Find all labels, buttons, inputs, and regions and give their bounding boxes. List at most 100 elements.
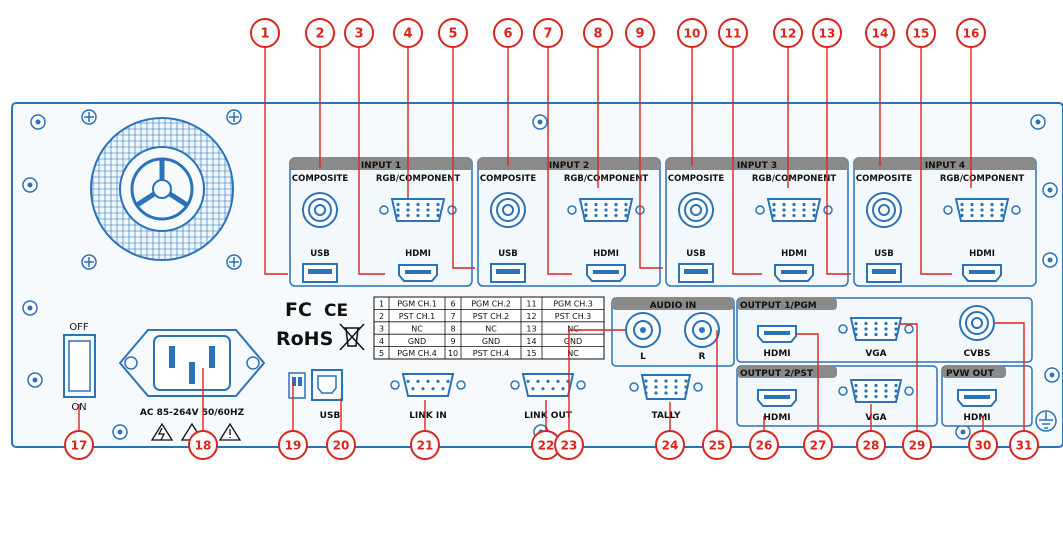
ce-mark: CE [324, 301, 348, 321]
rgb-vga-connector [567, 198, 645, 222]
tally-table-cell: PST CH.2 [473, 312, 509, 321]
output-1-hdmi-label: HDMI [763, 349, 790, 359]
tally-table-cell: PGM CH.4 [397, 349, 437, 358]
callout-badge-9: 9 [625, 18, 655, 48]
callout-badge-30: 30 [968, 430, 998, 460]
fc-mark: FC [285, 299, 312, 321]
tally-table-cell: NC [567, 349, 579, 358]
tally-table-cell: GND [482, 337, 500, 346]
usb-label: USB [874, 249, 894, 259]
callout-number: 28 [863, 439, 880, 453]
callout-number: 29 [909, 439, 926, 453]
callout-number: 17 [71, 439, 88, 453]
input-title: INPUT 4 [925, 161, 965, 171]
tally-table-cell: 1 [379, 300, 384, 309]
callout-number: 3 [354, 27, 363, 42]
callout-badge-19: 19 [278, 430, 308, 460]
callout-number: 5 [448, 27, 457, 42]
tally-db15 [629, 374, 703, 400]
callout-badge-4: 4 [393, 18, 423, 48]
callout-number: 2 [315, 27, 324, 42]
callout-number: 20 [333, 439, 350, 453]
fan-grill [81, 109, 242, 270]
hdmi-input-port [962, 264, 1002, 282]
db9-connectors [390, 373, 703, 400]
callout-number: 8 [593, 27, 602, 42]
callout-badge-7: 7 [533, 18, 563, 48]
input-title: INPUT 3 [737, 161, 777, 171]
callout-badge-14: 14 [865, 18, 895, 48]
callout-badge-12: 12 [773, 18, 803, 48]
rgb-component-label: RGB/COMPONENT [564, 174, 649, 184]
input-title: INPUT 2 [549, 161, 589, 171]
composite-label: COMPOSITE [292, 174, 348, 184]
input-title: INPUT 1 [361, 161, 401, 171]
leader-line [452, 42, 475, 269]
callout-number: 21 [417, 439, 434, 453]
callout-badge-10: 10 [677, 18, 707, 48]
composite-label: COMPOSITE [668, 174, 724, 184]
tally-table-cell: 8 [450, 324, 455, 333]
tally-table-cell: 15 [526, 349, 536, 358]
callout-badge-21: 21 [410, 430, 440, 460]
usb-label: USB [498, 249, 518, 259]
composite-label: COMPOSITE [856, 174, 912, 184]
tally-table-cell: 14 [526, 337, 536, 346]
rgb-vga-connector [943, 198, 1021, 222]
callout-badge-3: 3 [344, 18, 374, 48]
pvw-hdmi-port [957, 389, 997, 407]
output-1-cvbs-bnc [959, 305, 995, 341]
tally-table-cell: PST CH.4 [473, 349, 509, 358]
leader-line [568, 329, 625, 435]
callout-number: 13 [819, 27, 836, 41]
callout-badge-18: 18 [188, 430, 218, 460]
tally-table-cell: GND [564, 337, 582, 346]
weee-bin-icon [339, 323, 365, 351]
output-connectors [757, 305, 997, 407]
leader-line [797, 333, 819, 435]
tally-table-cell: NC [411, 324, 423, 333]
power-switch: OFF ON [63, 322, 96, 413]
rohs-mark: RoHS [276, 328, 333, 350]
ground-icon [1035, 410, 1057, 432]
link-in-db9 [390, 373, 466, 397]
callout-badge-15: 15 [906, 18, 936, 48]
audio-rca-left [625, 312, 661, 348]
callout-badge-24: 24 [655, 430, 685, 460]
callout-badge-2: 2 [305, 18, 335, 48]
usb-a-port [678, 263, 714, 283]
tally-table-cell: NC [485, 324, 497, 333]
power-rating-label: AC 85-264V 50/60HZ [140, 408, 245, 418]
leader-line [639, 42, 663, 269]
leader-line [826, 42, 851, 275]
output-1-hdmi-port [757, 325, 797, 343]
tally-table-cell: 10 [448, 349, 458, 358]
callout-number: 26 [756, 439, 773, 453]
callout-badge-6: 6 [493, 18, 523, 48]
audio-rca-right [684, 312, 720, 348]
callout-badge-5: 5 [438, 18, 468, 48]
output-1-title: OUTPUT 1/PGM [740, 301, 817, 311]
rgb-component-label: RGB/COMPONENT [940, 174, 1025, 184]
output-1-cvbs-label: CVBS [964, 349, 991, 359]
tally-table-cell: PGM CH.3 [553, 300, 593, 309]
callout-badge-29: 29 [902, 430, 932, 460]
callout-badge-16: 16 [956, 18, 986, 48]
hdmi-input-port [586, 264, 626, 282]
tally-table-cell: 11 [526, 300, 536, 309]
callout-number: 14 [872, 27, 889, 41]
hdmi-input-port [774, 264, 814, 282]
audio-left-label: L [640, 352, 646, 362]
callout-number: 24 [662, 439, 679, 453]
leader-line [920, 42, 952, 275]
off-label: OFF [69, 322, 89, 333]
callout-number: 9 [635, 27, 644, 42]
tally-table-cell: PGM CH.1 [397, 300, 437, 309]
usb-a-port [302, 263, 338, 283]
link-in-label: LINK IN [409, 411, 447, 421]
